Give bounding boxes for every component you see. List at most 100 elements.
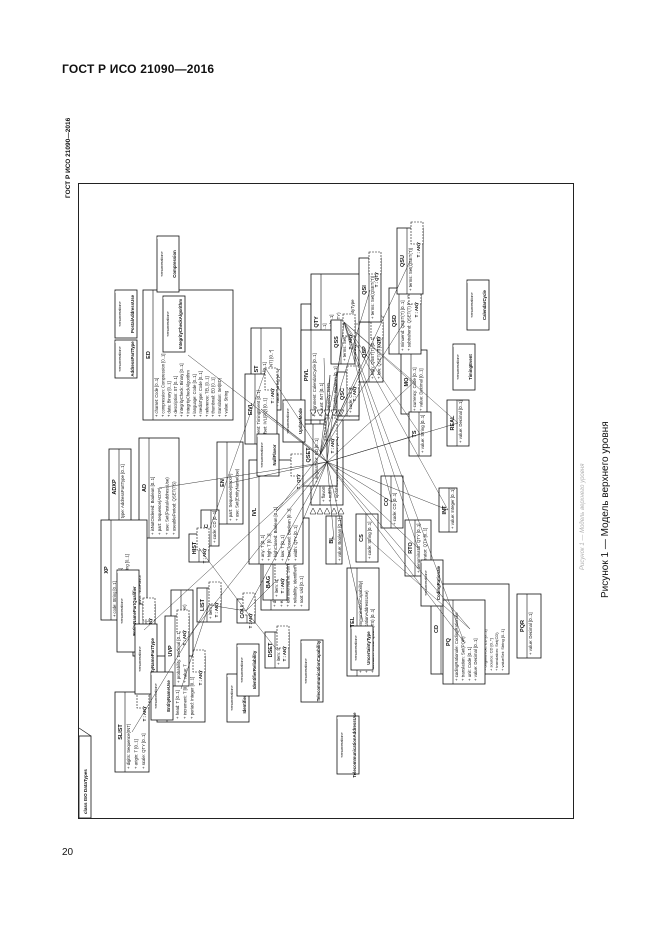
class-box-pqr [516,593,542,659]
generalization-arrow-7 [323,507,331,515]
class-attr-pq-3: + value: Decimal [0..1] [473,638,478,681]
generalization-line-ad [158,461,328,489]
generalization-line-nppd [143,461,328,631]
enum-stereotype-6: «enumeration» [154,683,158,708]
class-attr-real-0: + value: Decimal [0..1] [458,400,463,443]
enum-stereotype-11: «enumeration» [286,408,290,433]
class-name-st: ST [254,365,260,373]
class-attr-qsi-0: + terms: Set(QSET(T)) [370,275,375,319]
enum-box-6 [150,671,174,721]
class-name-qss: QSS [334,336,340,348]
enum-box-11 [282,399,306,443]
enum-name-6: EntityNameUse [166,680,171,712]
class-attr-ed-2: + data: Binary [0..1] [167,381,172,417]
class-name-cd: CD [434,625,440,633]
class-name-eivl: EIVL [248,402,254,415]
qty-line-pq [343,321,465,643]
class-attr-eivl-1: + offset: IVL(PQ) [0..1] [262,398,267,441]
class-name-qsp: QSP [362,346,368,358]
class-attr-ed-6: + language: Code [0..1] [192,374,197,417]
class-attr-pq-0: + codingRationale: CodingRationale [454,612,459,681]
side-header: ГОСТ Р ИСО 21090—2016 [55,117,72,298]
class-attr-ad-2: + use: Set(PostalAddressUse) [164,477,169,535]
qty-line-ts [343,321,421,435]
class-attr-sc-0: + code: CD [0..1] [212,511,217,543]
generalization-line-uvp [176,461,328,652]
class-attr-ed-4: + integrityCheck: Binary [0..1] [179,363,184,417]
generalization-line-st [265,368,328,463]
template-param-qset: T : ANY [330,438,335,453]
class-name-ad: AD [142,484,148,492]
figure-caption: Рисунок 1 — Модель верхнего уровня [588,348,611,598]
class-attr-ii-3: + reliability: IdentifierReliability [292,548,297,607]
class-name-ed: ED [146,351,152,359]
list-line-slist [131,604,210,733]
class-attr-glist-2: + increment: T [0..1] [182,681,187,719]
enum-stereotype-5: «enumeration» [138,646,142,671]
class-attr-ed-3: + description: ST [0..1] [173,376,178,417]
enum-name-5: EntityNamePartType [150,638,155,680]
enum-name-13: UncertaintyType [366,631,371,665]
generalization-line-coll [245,461,328,612]
generalization-line-pq [326,461,465,643]
class-attr-pivl-0: + alignment: CalendarCycle [0..1] [312,353,317,417]
enum-box-10 [336,715,360,775]
class-attr-cd-9: + translation: Set(CD) [494,632,499,671]
class-attr-mo-1: + value: Decimal [0..1] [418,368,423,411]
template-param-bag: T : ANY [280,578,285,593]
class-attr-ivl-0: + any: T [0..1] [260,535,265,561]
class-attr-adxp-0: + type: AddressPartType [0..1] [120,464,125,522]
class-name-qsi: QSI [362,285,368,295]
template-param-uvp: T : ANY [182,630,187,645]
figure-caption-faint-text: Рисунок 1 — Модель верхнего уровня [580,463,586,570]
class-attr-ed-0: + charset: Code [0..1] [154,378,159,417]
enum-name-3: IntegrityCheckAlgorithm [178,299,183,349]
page-number: 20 [62,847,74,858]
class-attr-rto-1: + numerator: QTY [0..1] [422,528,427,573]
class-attr-pivl-1: + count: INT [0..1] [319,383,324,417]
class-attr-glist-1: + head: T [0..1] [175,690,180,719]
class-attr-ts-0: + value: String [0..1] [420,415,425,453]
class-name-pqr: PQR [520,620,526,632]
qset-line-qss [319,341,344,456]
generalization-line-ed [187,354,328,463]
class-attr-list-0: + item: List(T) [208,592,213,619]
enum-stereotype-4: «enumeration» [120,598,124,623]
enum-box-2 [156,235,180,293]
class-attr-en-1: + use: Set(EntityNameUse) [234,468,239,521]
class-attr-ad-0: + isNotOrdered: Boolean [0..1] [150,477,155,535]
enum-name-9: TelecommunicationCapability [316,640,321,701]
enum-box-4 [116,569,140,653]
template-param-box-ivl [290,453,304,477]
class-name-hist: HIST [192,541,198,554]
template-param-qsi: T : QTY [374,272,379,287]
template-param-dset: T : ANY [282,646,287,661]
template-param-box-glist [192,649,206,673]
generalization-line-cd [326,461,471,630]
class-attr-qss-0: + terms: Set(T) [342,332,347,361]
coll-line-dset [245,610,278,651]
class-attr-ed-5: + integrityCheckAlgorithm [186,370,191,417]
template-param-glist: T : ANY [198,670,203,685]
generalization-arrow-0 [309,409,317,417]
enum-stereotype-2: «enumeration» [160,251,164,276]
qty-line-rto [343,321,419,549]
enum-name-12: NullFlavor [272,444,277,465]
class-attr-xp-0: + code: String [0..1] [112,581,117,617]
enum-box-9 [300,639,324,703]
enum-stereotype-14: «enumeration» [424,570,428,595]
class-name-qsd: QSD [392,315,398,327]
class-attr-pq-2: + unit: Code [0..1] [467,647,472,681]
qty-line-int [343,321,449,511]
class-attr-ivl-2: + highClosed: Boolean [0..1] [273,507,278,561]
class-attr-ed-1: + compression: Compression [0..1] [160,354,165,417]
generalization-line-pivl [326,374,331,463]
enum-stereotype-9: «enumeration» [304,658,308,683]
class-attr-qsd-0: + minuend: QSET(T) [0..1] [400,300,405,351]
side-header-title: ГОСТ Р ИСО 21090—2016 [65,117,72,198]
figure-caption-text: Рисунок 1 — Модель верхнего уровня [600,421,611,598]
enum-box-16 [466,279,490,331]
class-attr-slist-0: + digits: Sequence(INT) [126,723,131,769]
enum-name-10: TelecommunicationAddressUse [352,712,357,778]
enum-box-1 [114,289,138,339]
